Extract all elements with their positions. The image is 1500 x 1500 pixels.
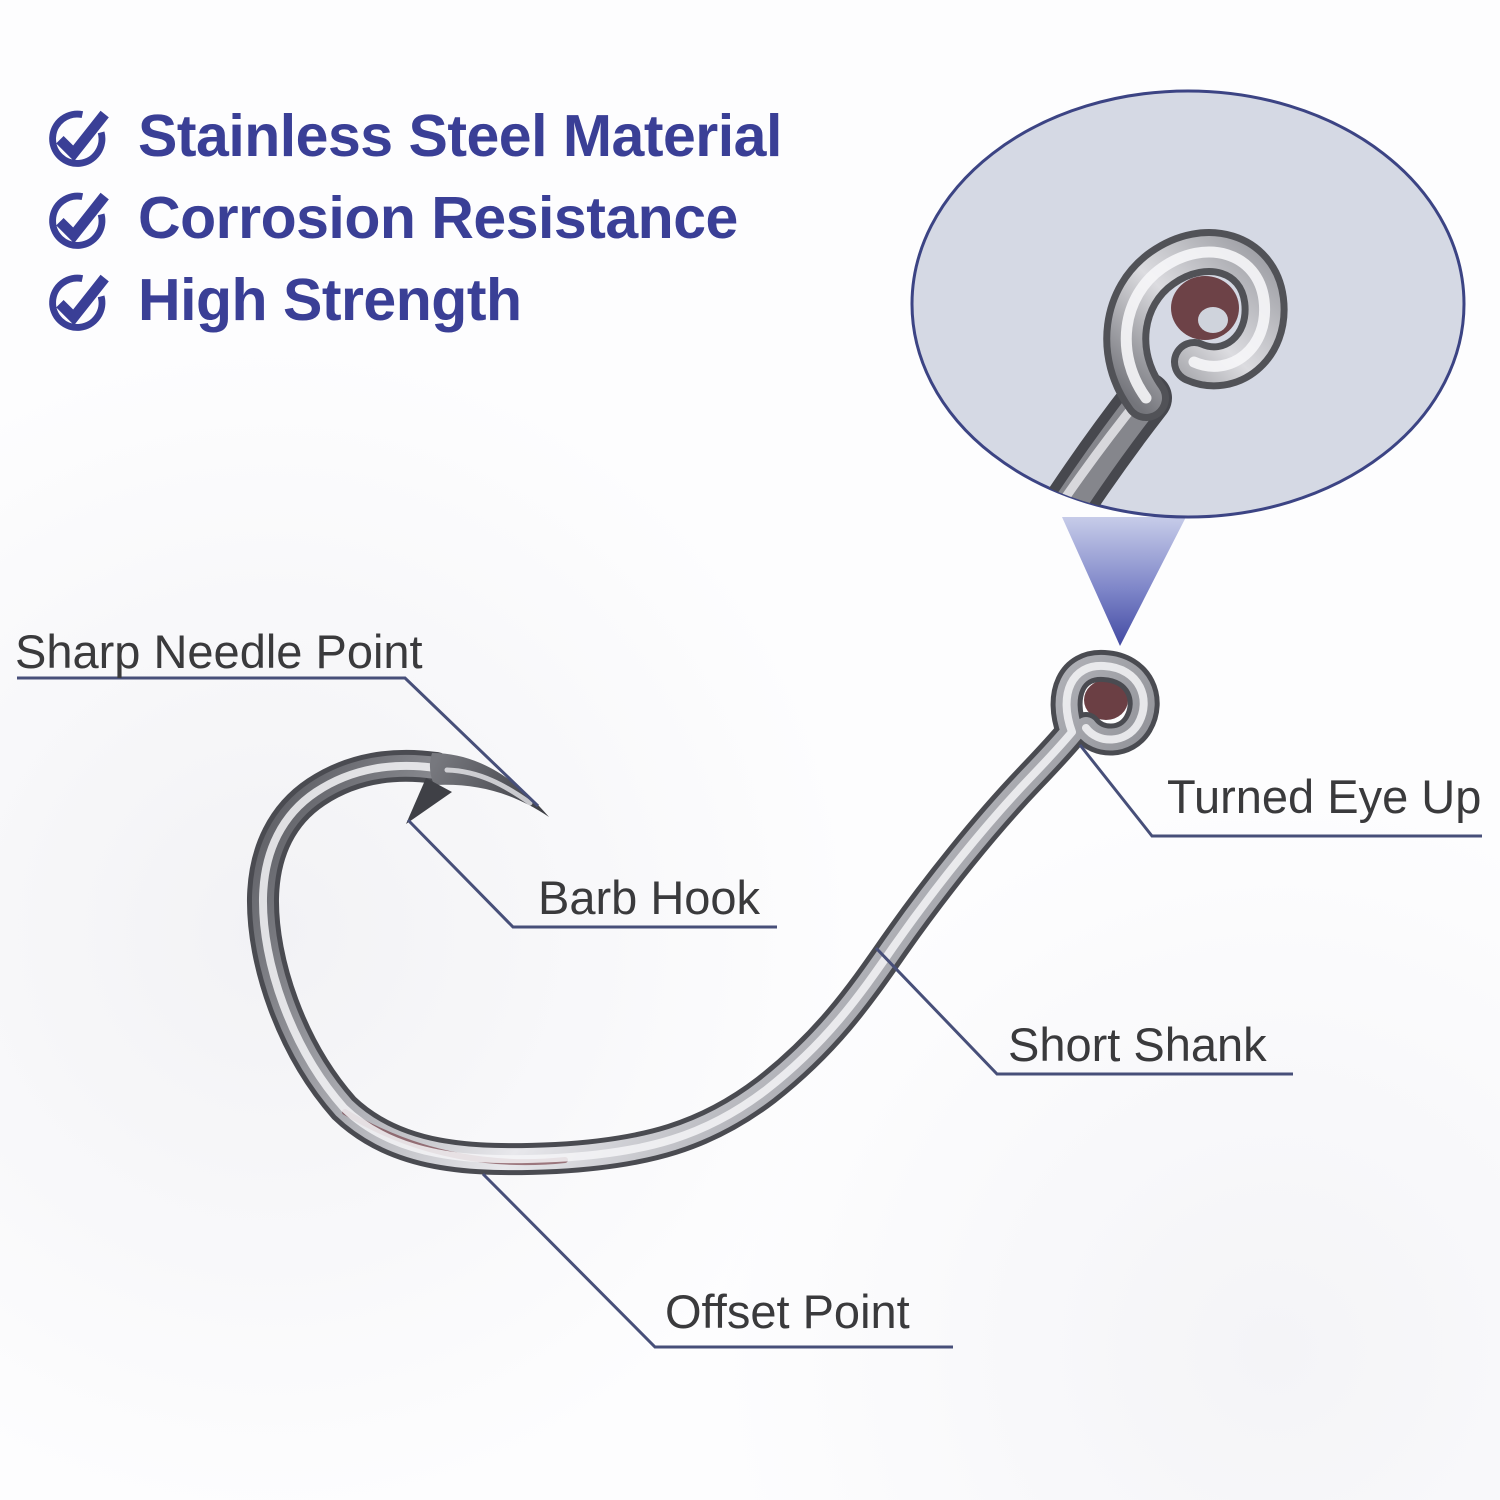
feature-item: High Strength [48,268,782,332]
callout-barb-hook: Barb Hook [538,871,761,924]
fishing-hook [246,650,1160,1176]
leader-barb-hook [406,818,777,929]
needle-point-highlight [444,767,533,806]
callout-short-shank: Short Shank [1008,1018,1267,1071]
callout-sharp-needle-point: Sharp Needle Point [15,625,423,678]
leader-short-shank [874,946,1293,1076]
feature-label: Stainless Steel Material [138,103,782,169]
hook-wire-highlight [258,661,1148,1164]
hook-needle-point [429,753,549,817]
feature-label: Corrosion Resistance [138,185,738,251]
callout-turned-eye-up: Turned Eye Up [1167,770,1482,823]
hook-eye-hole [1084,680,1128,720]
check-circle-icon [49,110,109,167]
leader-lines [17,676,1482,1349]
feature-item: Stainless Steel Material [48,104,782,168]
leader-offset-point [481,1172,953,1349]
hook-barb [406,778,452,824]
callout-offset-point: Offset Point [665,1285,910,1338]
feature-label: High Strength [138,267,522,333]
feature-list: Stainless Steel Material Corrosion Resis… [48,104,782,332]
leader-turned-eye-up [1078,744,1482,838]
check-circle-icon [49,192,109,249]
magnifier-inset [910,89,1466,519]
check-circle-icon [49,274,109,331]
feature-item: Corrosion Resistance [48,186,782,250]
magnifier-pointer-triangle [1062,517,1186,646]
leader-sharp-needle-point [17,676,540,808]
inset-eye-closeup [1002,229,1288,517]
